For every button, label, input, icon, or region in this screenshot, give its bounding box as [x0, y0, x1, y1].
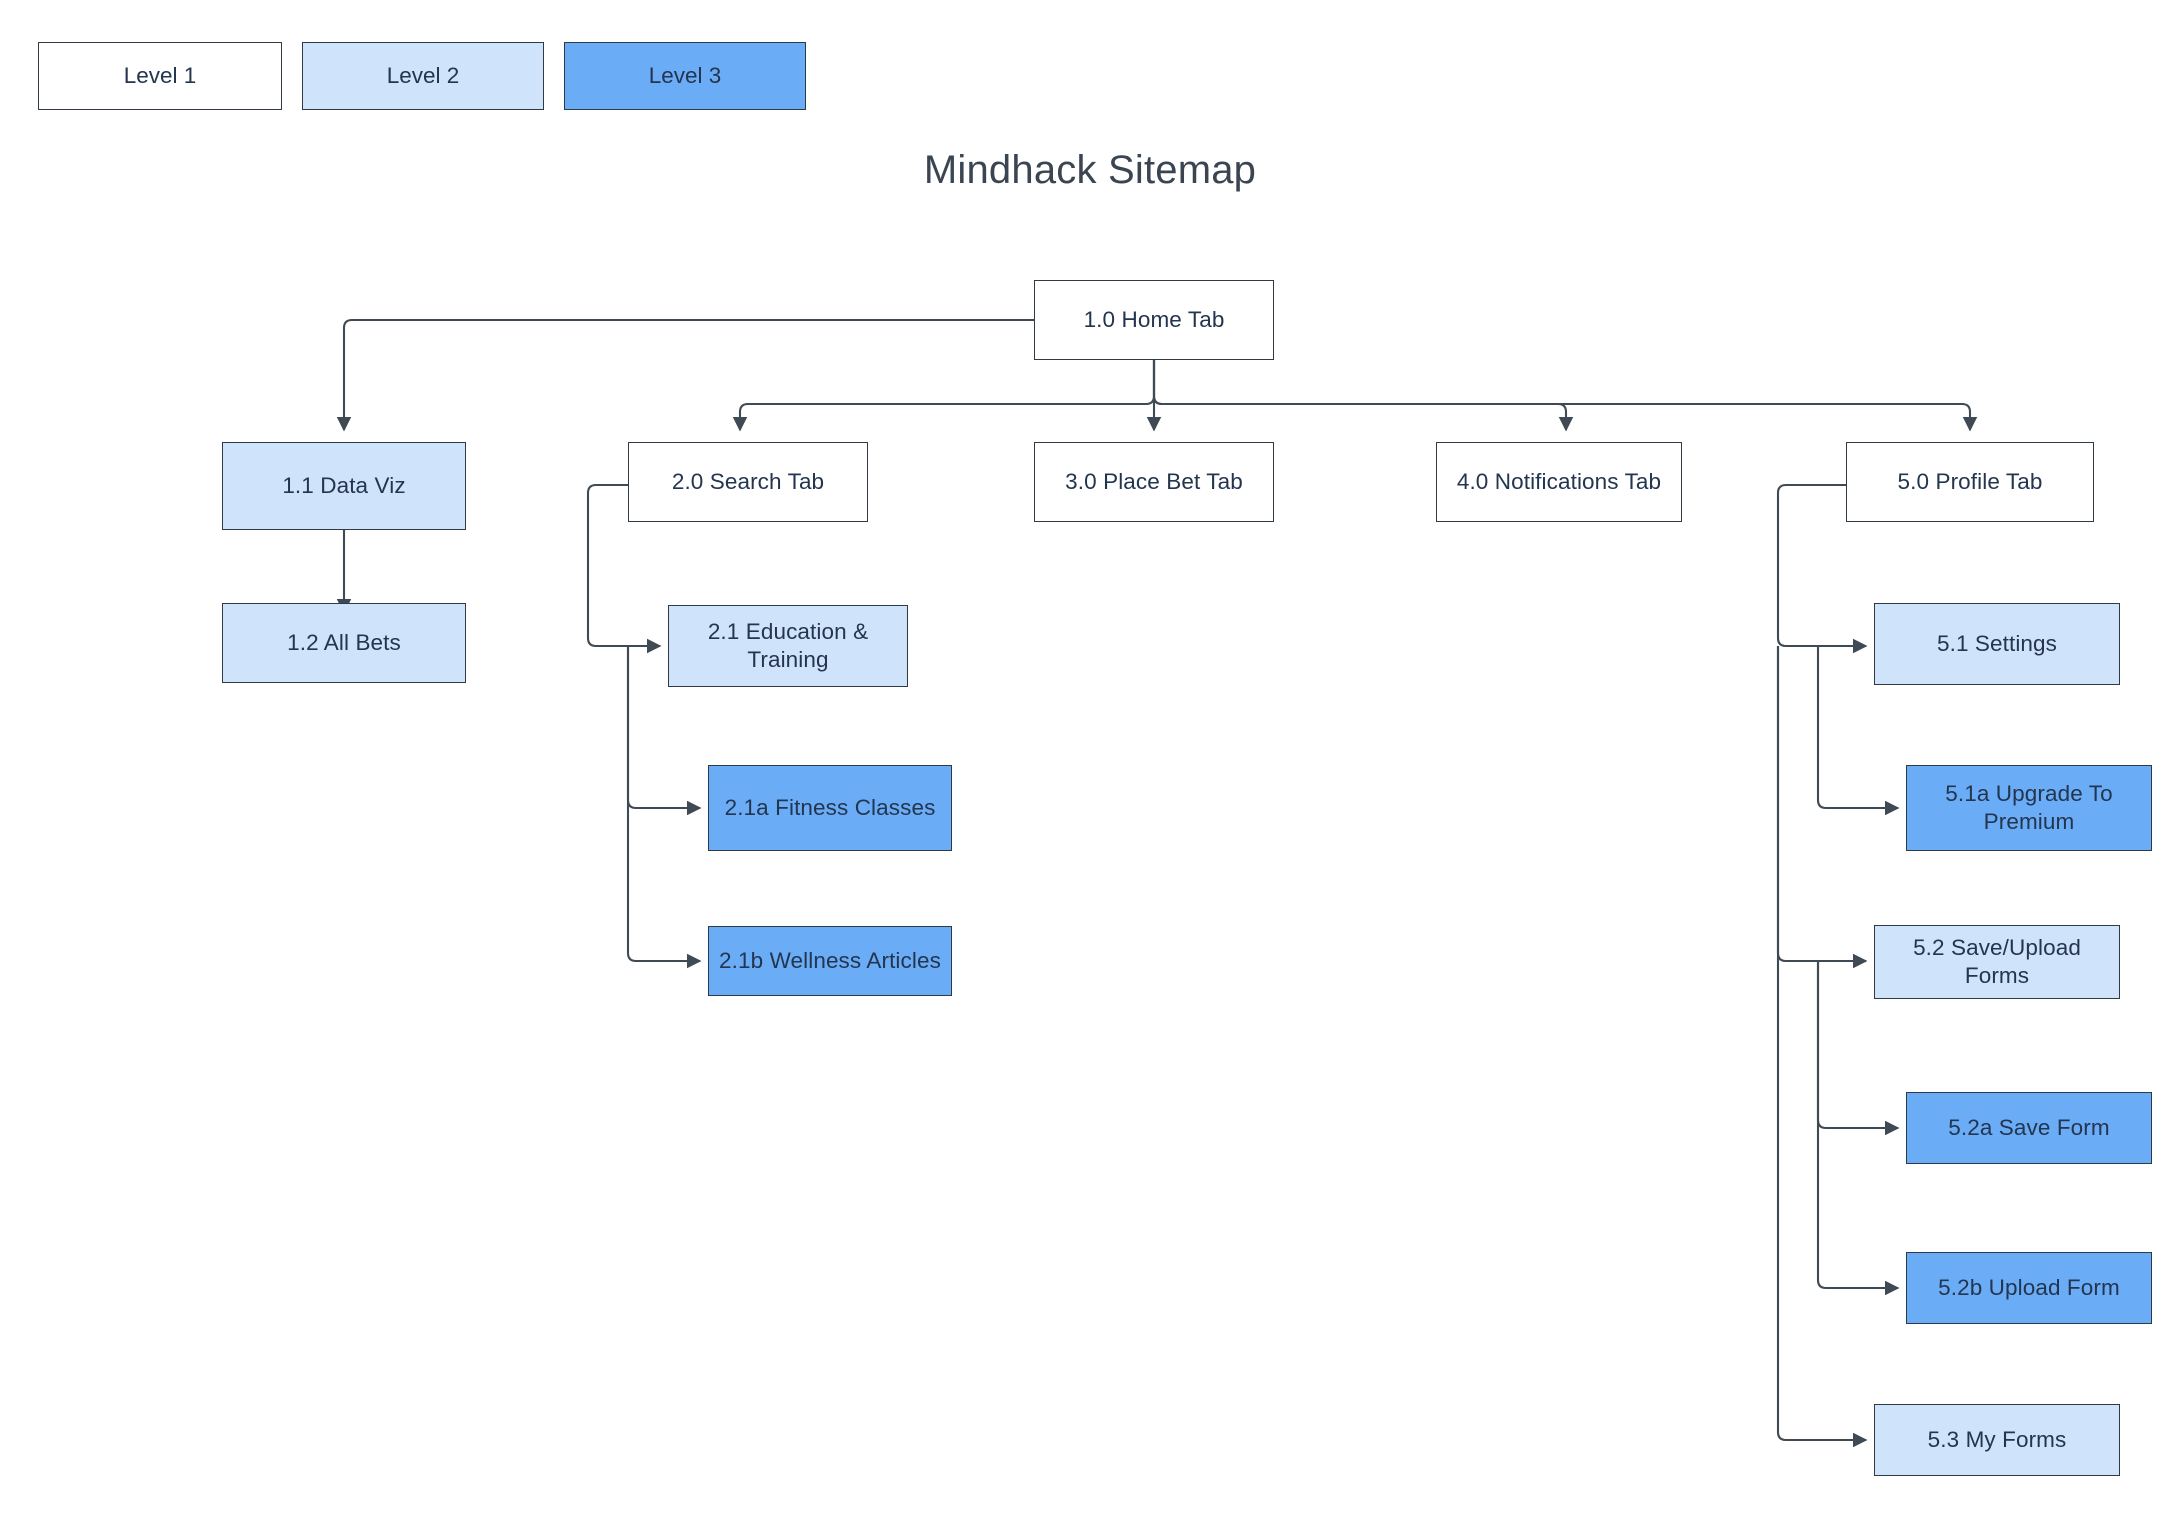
- legend-item-level-3: Level 3: [564, 42, 806, 110]
- node-education-training[interactable]: 2.1 Education & Training: [668, 605, 908, 687]
- node-home-tab[interactable]: 1.0 Home Tab: [1034, 280, 1274, 360]
- edge-home-to-notifications: [1152, 360, 1574, 432]
- node-upgrade-to-premium[interactable]: 5.1a Upgrade To Premium: [1906, 765, 2152, 851]
- legend-item-level-1: Level 1: [38, 42, 282, 110]
- node-all-bets[interactable]: 1.2 All Bets: [222, 603, 466, 683]
- edge-profile-to-myforms: [1776, 646, 1868, 1448]
- edge-profile-to-saveupload: [1776, 646, 1868, 969]
- edge-home-to-dataviz: [336, 318, 1034, 432]
- edge-saveupload-to-uploadform: [1816, 961, 1900, 1296]
- edge-education-to-wellness: [626, 646, 702, 969]
- edge-home-to-search: [732, 360, 1156, 432]
- node-my-forms[interactable]: 5.3 My Forms: [1874, 1404, 2120, 1476]
- node-search-tab[interactable]: 2.0 Search Tab: [628, 442, 868, 522]
- legend-item-level-2: Level 2: [302, 42, 544, 110]
- node-place-bet-tab[interactable]: 3.0 Place Bet Tab: [1034, 442, 1274, 522]
- node-data-viz[interactable]: 1.1 Data Viz: [222, 442, 466, 530]
- node-wellness-articles[interactable]: 2.1b Wellness Articles: [708, 926, 952, 996]
- node-upload-form[interactable]: 5.2b Upload Form: [1906, 1252, 2152, 1324]
- node-save-form[interactable]: 5.2a Save Form: [1906, 1092, 2152, 1164]
- node-profile-tab[interactable]: 5.0 Profile Tab: [1846, 442, 2094, 522]
- node-settings[interactable]: 5.1 Settings: [1874, 603, 2120, 685]
- page-title: Mindhack Sitemap: [923, 148, 1257, 192]
- edge-home-to-profile: [1152, 360, 1978, 432]
- node-fitness-classes[interactable]: 2.1a Fitness Classes: [708, 765, 952, 851]
- node-save-upload-forms[interactable]: 5.2 Save/Upload Forms: [1874, 925, 2120, 999]
- node-notifications-tab[interactable]: 4.0 Notifications Tab: [1436, 442, 1682, 522]
